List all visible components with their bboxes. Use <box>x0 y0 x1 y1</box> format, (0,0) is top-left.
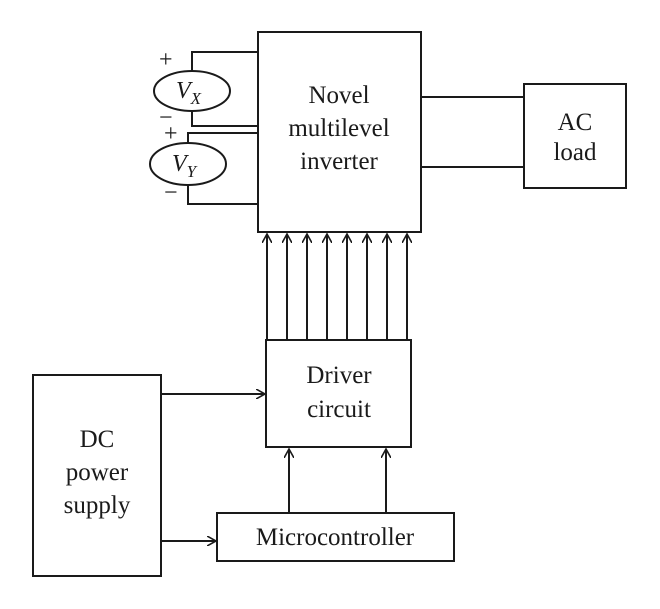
inverter-box <box>257 31 422 233</box>
vy-wire-top <box>187 132 258 143</box>
vy-label: VY <box>172 151 198 181</box>
vx-plus: + <box>159 47 173 73</box>
vy-minus: − <box>164 180 178 206</box>
dc-supply-label-2: power <box>66 459 129 486</box>
ac-load-label-1: AC <box>558 109 593 136</box>
driver-label-2: circuit <box>307 396 371 423</box>
driver-box <box>265 339 412 448</box>
dc-supply-label-1: DC <box>80 426 115 453</box>
vy-plus: + <box>164 121 178 147</box>
dc-supply-box <box>32 374 162 577</box>
inverter-label-2: multilevel <box>288 115 389 142</box>
vx-wire-top <box>191 51 258 71</box>
gate-signal-arrows <box>267 234 407 340</box>
inverter-label-1: Novel <box>308 82 369 109</box>
ac-load-label-2: load <box>553 139 597 166</box>
microcontroller-box <box>216 512 455 562</box>
vy-wire-bottom <box>187 185 258 205</box>
dc-supply-label-3: supply <box>64 492 131 519</box>
driver-label-1: Driver <box>306 362 372 389</box>
vx-label: VX <box>176 78 202 108</box>
inverter-label-3: inverter <box>300 148 378 175</box>
ac-load-box <box>523 83 627 189</box>
vx-minus: − <box>159 105 173 131</box>
microcontroller-label: Microcontroller <box>256 524 415 551</box>
vx-wire-bottom <box>191 111 258 127</box>
